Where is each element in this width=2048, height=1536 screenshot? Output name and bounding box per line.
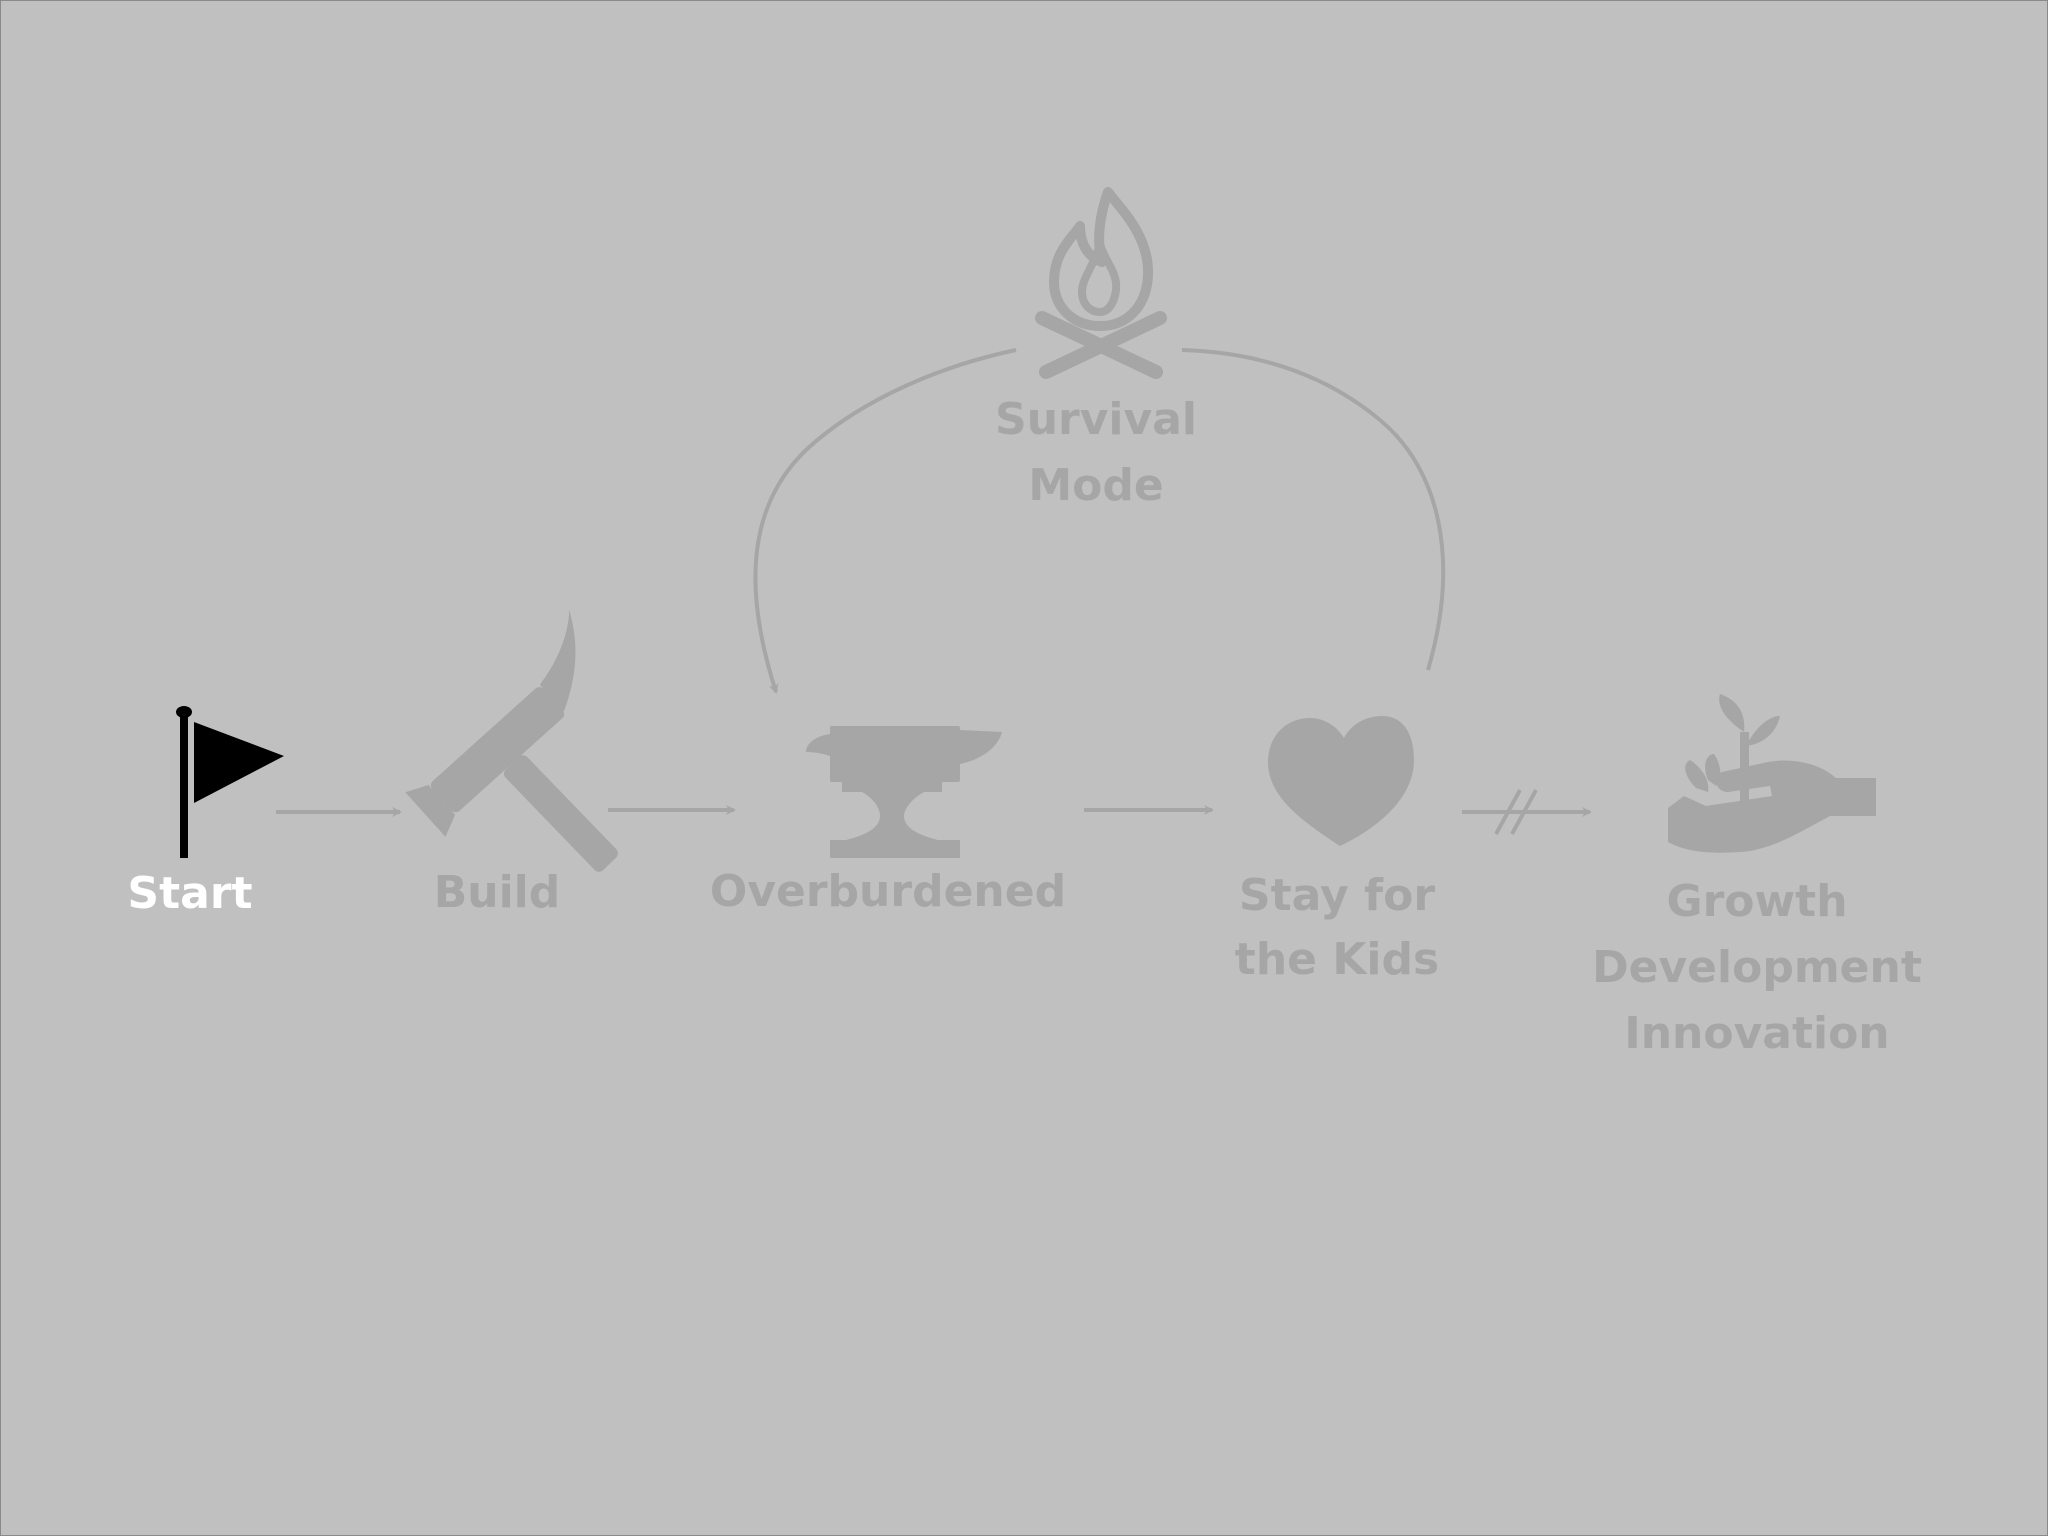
growth-label-line1: Growth [1666,876,1847,927]
overburdened-label: Overburdened [710,866,1066,917]
curve-stay-to-survival [1181,348,1446,671]
start-label: Start [127,868,252,919]
growth-label-line3: Innovation [1624,1008,1889,1059]
stay-label-line2: the Kids [1235,934,1439,985]
heart-icon [1268,716,1414,846]
survival-label-line1: Survival [995,394,1197,445]
hand-sprout-icon [1668,694,1876,853]
anvil-icon [806,726,1002,858]
stay-label-line1: Stay for [1239,870,1435,921]
campfire-icon [1035,187,1167,379]
flag-icon [176,706,284,858]
survival-label-line2: Mode [1028,460,1163,511]
curved-arrow-survival-to-overburdened [753,348,1017,694]
blocked-arrow-stay-to-growth [1462,789,1592,835]
build-label: Build [434,867,561,918]
growth-label-line2: Development [1592,942,1922,993]
hammer-icon [405,609,618,872]
